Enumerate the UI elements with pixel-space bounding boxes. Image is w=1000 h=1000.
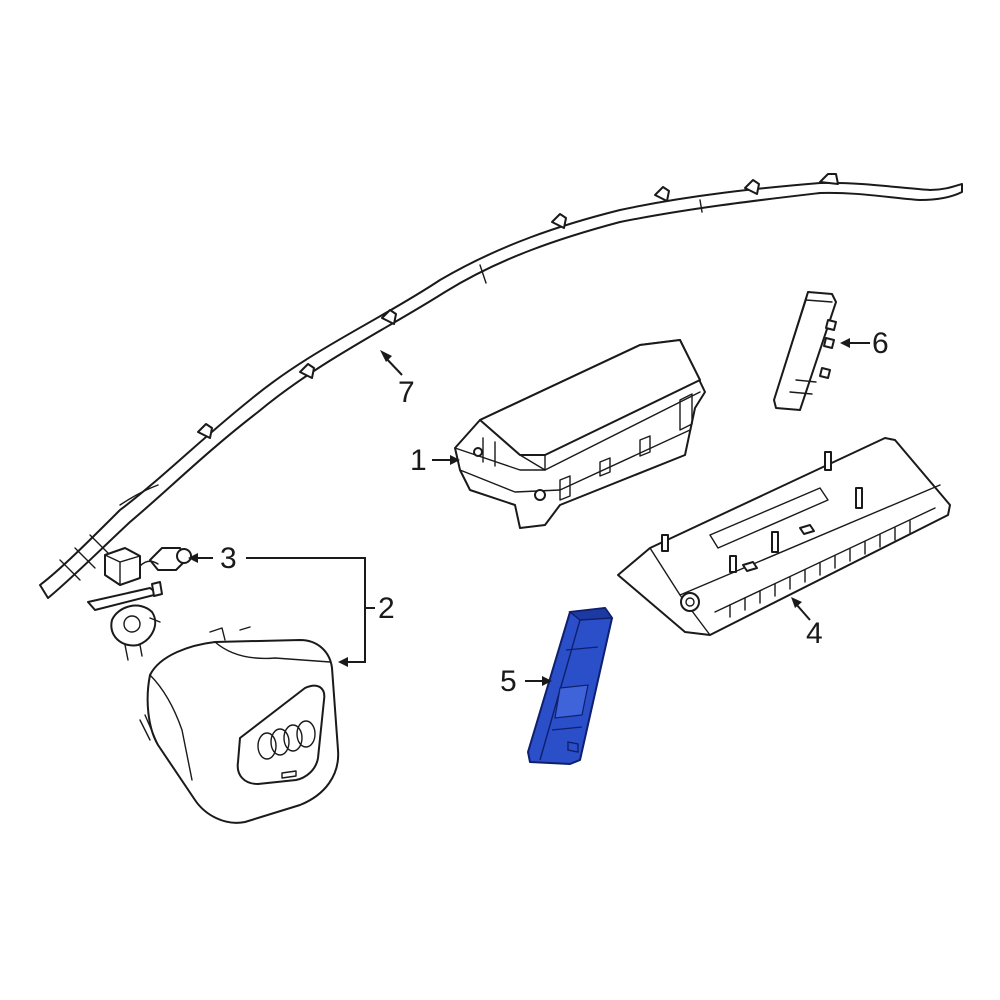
part-4-side-airbag[interactable] — [617, 437, 951, 636]
arrowhead — [450, 455, 460, 465]
callout-3-label: 3 — [220, 542, 237, 575]
callout-4-label: 4 — [806, 617, 823, 650]
callout-1-label: 1 — [410, 444, 427, 477]
part-7-curtain-airbag[interactable] — [39, 173, 963, 599]
arrowhead — [380, 350, 392, 362]
callout-2-label: 2 — [378, 592, 395, 625]
part-1-passenger-airbag[interactable] — [454, 339, 706, 529]
part-3-clock-spring[interactable] — [87, 547, 192, 661]
four-rings-logo-icon — [257, 720, 316, 760]
callout-6-label: 6 — [872, 327, 889, 360]
arrowhead — [791, 597, 802, 608]
callout-7-label: 7 — [398, 376, 415, 409]
callout-5-label: 5 — [500, 665, 517, 698]
arrowhead — [338, 657, 348, 667]
callout-5[interactable]: 5 — [500, 665, 552, 698]
callout-4[interactable]: 4 — [791, 597, 823, 650]
part-2-driver-airbag[interactable] — [139, 626, 340, 824]
callout-2[interactable]: 2 — [246, 557, 395, 667]
callout-3[interactable]: 3 — [188, 542, 237, 575]
arrowhead — [542, 676, 552, 686]
arrowhead — [188, 553, 198, 563]
part-6-knee-airbag[interactable] — [773, 291, 837, 411]
callout-6[interactable]: 6 — [840, 327, 889, 360]
callout-7[interactable]: 7 — [380, 350, 415, 409]
arrowhead — [840, 338, 850, 348]
part-5-side-airbag-highlighted[interactable] — [527, 607, 614, 765]
callout-1[interactable]: 1 — [410, 444, 460, 477]
